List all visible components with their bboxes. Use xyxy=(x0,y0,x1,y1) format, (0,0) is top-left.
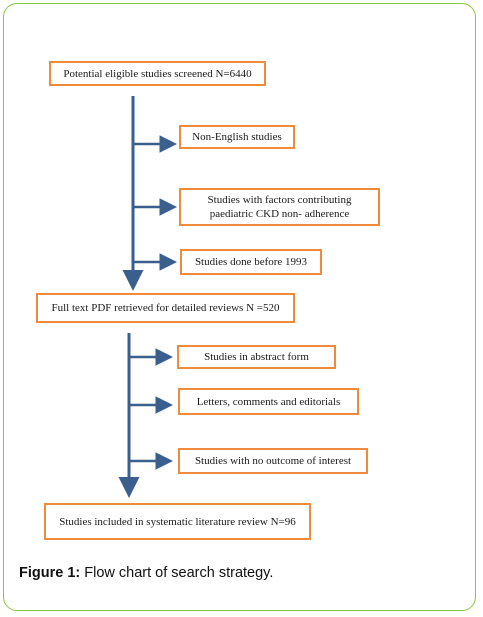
box-included: Studies included in systematic literatur… xyxy=(44,503,311,540)
box-non-english: Non-English studies xyxy=(179,125,295,149)
box-before-1993: Studies done before 1993 xyxy=(180,249,322,275)
box-no-outcome: Studies with no outcome of interest xyxy=(178,448,368,474)
box-screened: Potential eligible studies screened N=64… xyxy=(49,61,266,86)
figure-caption: Figure 1: Flow chart of search strategy. xyxy=(19,565,273,581)
figure-frame xyxy=(3,3,476,611)
caption-text: Flow chart of search strategy. xyxy=(80,565,274,581)
caption-label: Figure 1: xyxy=(19,565,81,581)
box-abstract-form: Studies in abstract form xyxy=(177,345,336,369)
box-factors-non-adherence: Studies with factors contributing paedia… xyxy=(179,188,380,226)
box-letters-comments: Letters, comments and editorials xyxy=(178,388,359,415)
box-full-text: Full text PDF retrieved for detailed rev… xyxy=(36,293,295,323)
